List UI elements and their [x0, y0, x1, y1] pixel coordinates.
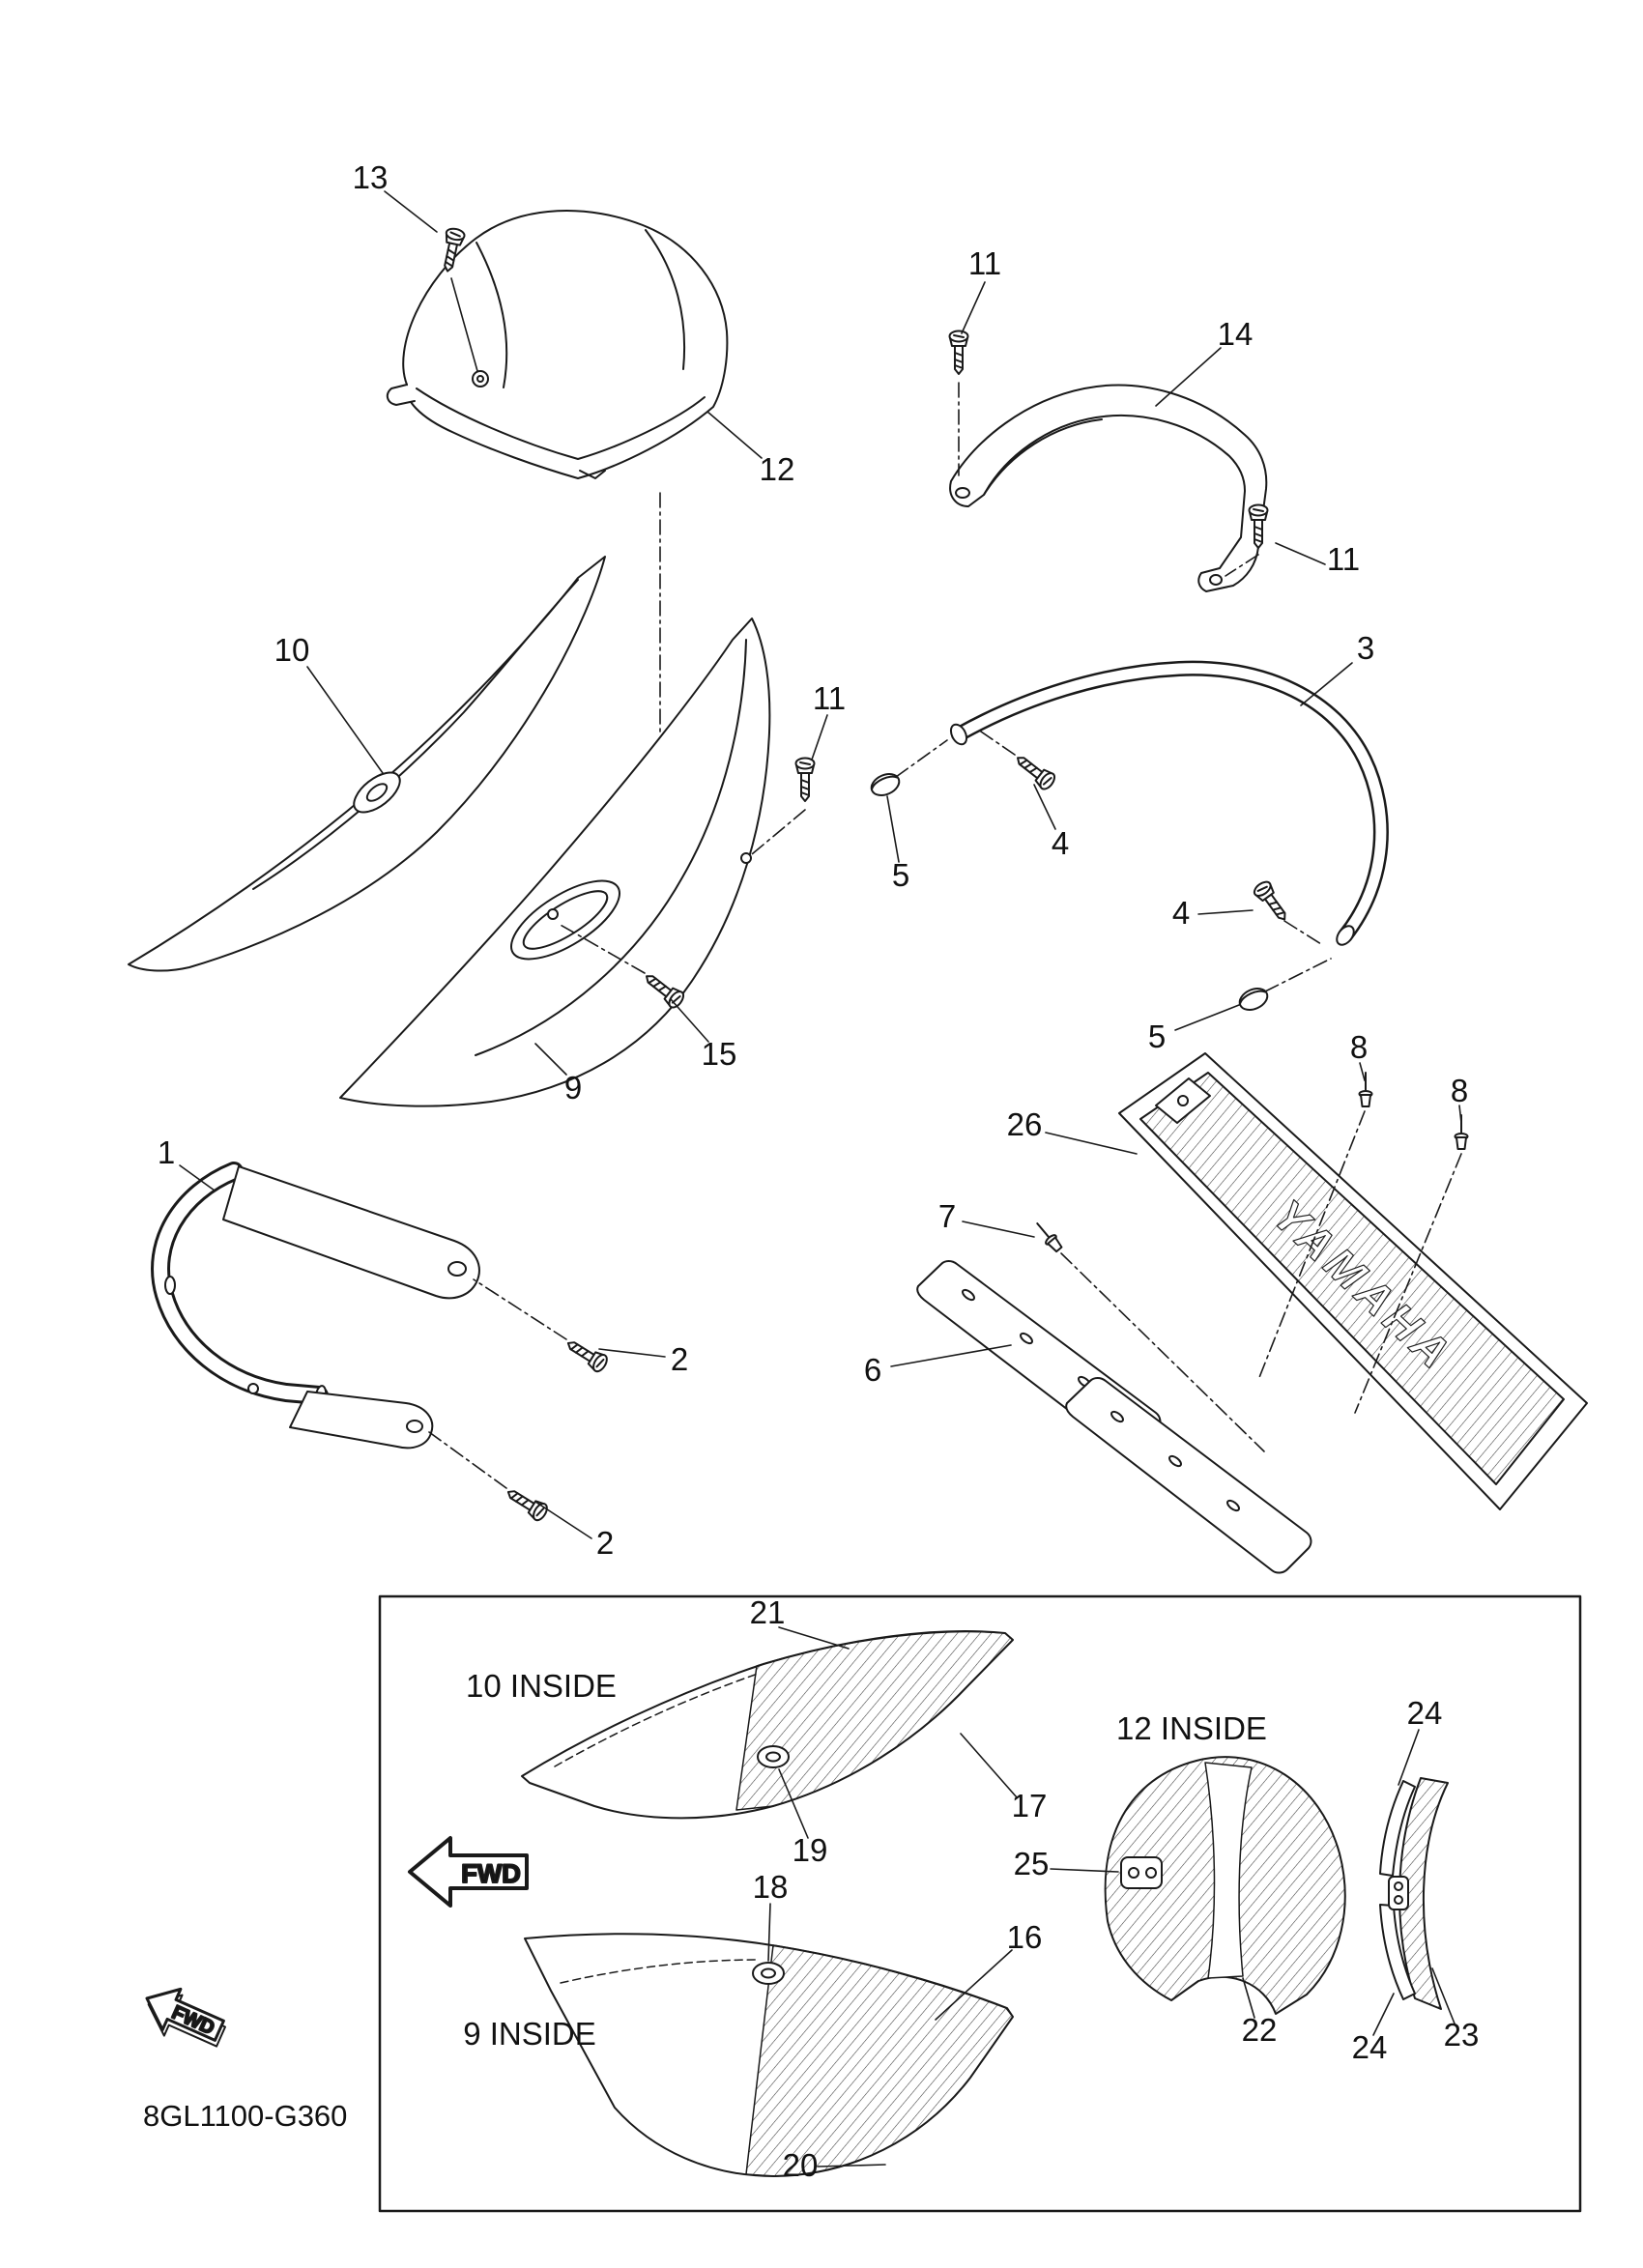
rivet-7	[1031, 1218, 1065, 1255]
part-12-seat-cowling	[386, 210, 729, 479]
cap-5-b	[1235, 983, 1272, 1016]
callout-15: 15	[702, 1036, 737, 1072]
label-10-inside: 10 INSIDE	[466, 1668, 617, 1704]
screw-2-a	[562, 1334, 611, 1375]
callout-20: 20	[783, 2147, 819, 2183]
callout-8-a: 8	[1350, 1029, 1368, 1065]
callout-6: 6	[864, 1352, 881, 1388]
callout-22: 22	[1242, 2012, 1278, 2048]
callout-24-a: 24	[1407, 1695, 1443, 1731]
callout-11-b: 11	[1327, 541, 1360, 577]
callout-1: 1	[158, 1134, 175, 1170]
diagram-part-code: 8GL1100-G360	[143, 2099, 347, 2133]
callout-23: 23	[1444, 2017, 1480, 2053]
callout-9: 9	[564, 1070, 582, 1105]
screw-4-b	[1251, 877, 1293, 926]
inset-cover-12-inside	[1104, 1756, 1346, 2015]
callout-2-a: 2	[671, 1341, 688, 1377]
fwd-arrow-large: FWD	[408, 1836, 529, 1908]
fwd-arrow-large-label: FWD	[461, 1859, 520, 1888]
leader-lines	[179, 190, 1462, 2168]
callout-5-b: 5	[1148, 1019, 1166, 1054]
callout-19: 19	[793, 1832, 828, 1868]
callout-18: 18	[753, 1869, 789, 1905]
inset-box	[378, 1594, 1582, 2213]
callout-26: 26	[1007, 1106, 1043, 1142]
callouts: 13 12 11 14 11 10 3 11 5 4 4 5 8 8 26 15…	[158, 159, 1480, 2183]
callout-11-a: 11	[968, 245, 1001, 281]
callout-7: 7	[938, 1198, 956, 1234]
screw-11-c	[794, 757, 816, 802]
callout-13: 13	[353, 159, 389, 195]
screw-11-a	[948, 330, 969, 375]
part-14-bracket	[949, 384, 1268, 592]
callout-14: 14	[1218, 316, 1254, 352]
callout-4-a: 4	[1052, 825, 1069, 861]
inset-trim-23-24	[1379, 1777, 1449, 2010]
screw-2-b	[502, 1482, 551, 1524]
callout-25: 25	[1014, 1846, 1050, 1881]
callout-16: 16	[1007, 1919, 1043, 1955]
part-10-side-cover	[128, 556, 606, 972]
part-3-grab-bar	[949, 660, 1389, 946]
inset-cover-10-inside	[521, 1630, 1014, 1820]
inset-cover-9-inside	[524, 1933, 1014, 2177]
part-9-side-cover	[339, 617, 771, 1107]
callout-4-b: 4	[1172, 895, 1190, 931]
part-26-grille: YAMAHA	[1118, 1052, 1588, 1510]
label-12-inside: 12 INSIDE	[1116, 1710, 1267, 1746]
callout-3: 3	[1357, 630, 1374, 666]
cap-5-a	[867, 768, 904, 801]
callout-24-b: 24	[1352, 2029, 1388, 2065]
part-1-carrier-bracket	[151, 1162, 480, 1450]
callout-10: 10	[274, 632, 310, 668]
callout-8-b: 8	[1451, 1073, 1468, 1108]
callout-12: 12	[760, 451, 795, 487]
assembly-axis-lines	[428, 382, 1462, 1489]
callout-21: 21	[750, 1594, 786, 1630]
fwd-arrow-small: FWD	[145, 1987, 227, 2048]
rivet-8-a	[1358, 1072, 1373, 1107]
part-6-trim-strips	[916, 1260, 1312, 1574]
callout-2-b: 2	[596, 1525, 614, 1561]
callout-11-c: 11	[813, 680, 846, 716]
label-9-inside: 9 INSIDE	[463, 2016, 596, 2052]
callout-5-a: 5	[892, 857, 909, 893]
callout-17: 17	[1012, 1788, 1048, 1823]
